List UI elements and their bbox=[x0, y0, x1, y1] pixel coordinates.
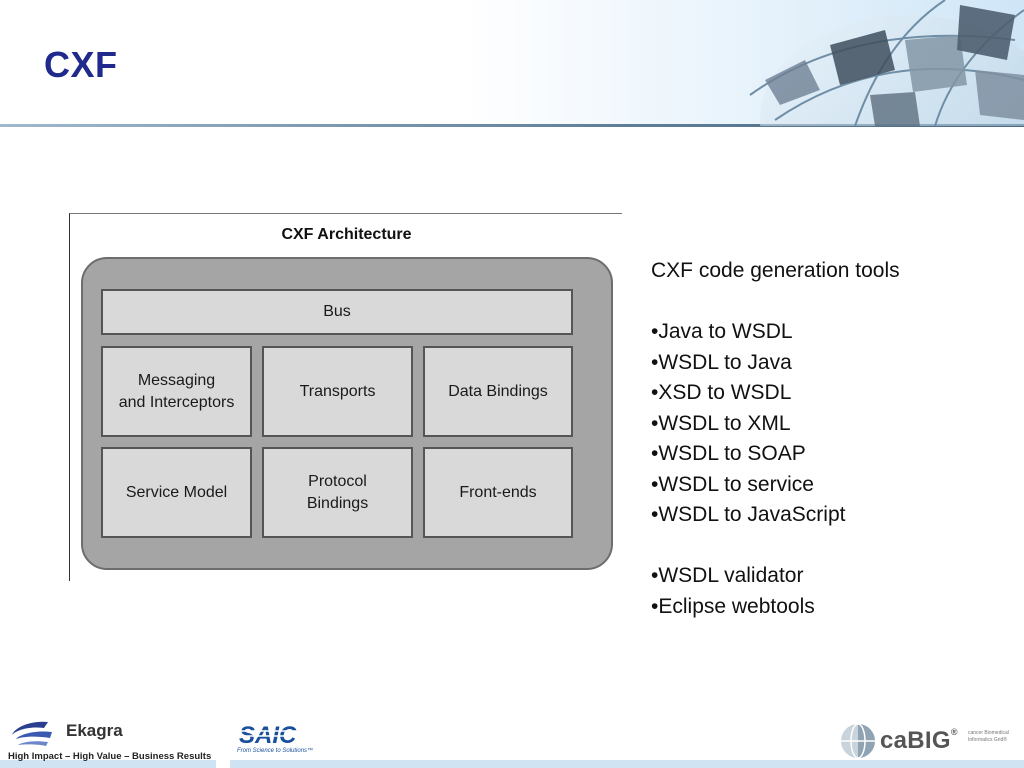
header-divider bbox=[0, 124, 1024, 127]
ekagra-tagline: High Impact – High Value – Business Resu… bbox=[8, 751, 212, 762]
globe-collage-icon bbox=[749, 0, 1024, 126]
spacer bbox=[651, 531, 1011, 562]
front-ends-block: Front-ends bbox=[423, 447, 573, 538]
cabig-tagline: cancer Biomedical Informatics Grid® bbox=[968, 730, 1009, 743]
saic-logo-icon: SAIC bbox=[237, 722, 317, 746]
ekagra-wordmark: Ekagra bbox=[66, 721, 123, 740]
saic-tagline: From Science to Solutions™ bbox=[237, 748, 314, 754]
architecture-container: Bus Messaging and Interceptors Transport… bbox=[81, 257, 613, 570]
diagram-title: CXF Architecture bbox=[281, 226, 412, 243]
bus-block: Bus bbox=[101, 289, 573, 335]
tool-item: •XSD to WSDL bbox=[651, 381, 792, 404]
cxf-architecture-diagram: CXF Architecture Bus Messaging and Inter… bbox=[69, 213, 622, 581]
transports-block: Transports bbox=[262, 346, 413, 437]
slide-title: CXF bbox=[44, 44, 118, 85]
tools-heading: CXF code generation tools bbox=[651, 259, 900, 282]
cabig-wordmark: caBIG® bbox=[880, 727, 958, 754]
tool-item: •Java to WSDL bbox=[651, 320, 793, 343]
tool-item: •WSDL to service bbox=[651, 472, 814, 496]
data-bindings-block: Data Bindings bbox=[423, 346, 573, 437]
saic-wordmark: SAIC bbox=[239, 722, 297, 746]
cabig-globe-icon bbox=[841, 723, 875, 759]
footer-bar bbox=[0, 760, 1024, 768]
code-generation-tools-text: CXF code generation tools •Java to WSDL … bbox=[651, 256, 1011, 622]
ekagra-swoosh-icon bbox=[12, 721, 52, 746]
tool-item: •WSDL to XML bbox=[651, 411, 791, 435]
protocol-bindings-block: Protocol Bindings bbox=[262, 447, 413, 538]
tool-item: •WSDL to JavaScript bbox=[651, 503, 846, 526]
extra-item: •WSDL validator bbox=[651, 564, 804, 587]
extra-item: •Eclipse webtools bbox=[651, 594, 815, 618]
tool-item: •WSDL to SOAP bbox=[651, 442, 806, 465]
messaging-block: Messaging and Interceptors bbox=[101, 346, 252, 437]
spacer bbox=[651, 287, 1011, 318]
service-model-block: Service Model bbox=[101, 447, 252, 538]
tool-item: •WSDL to Java bbox=[651, 350, 792, 374]
